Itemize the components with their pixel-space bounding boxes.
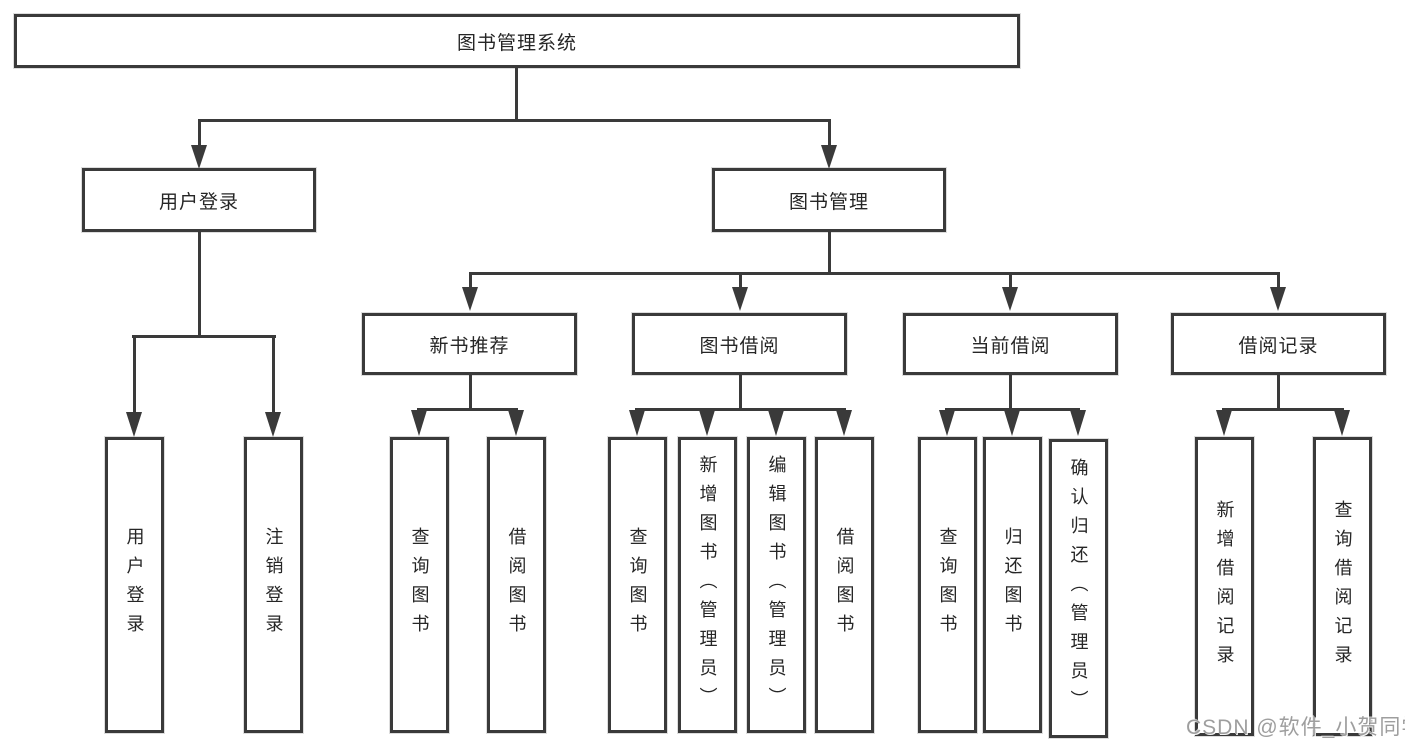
leaf-search-books-recommend: 查询图书 bbox=[390, 437, 449, 733]
connector-line bbox=[198, 232, 201, 336]
arrowhead-down bbox=[1002, 287, 1018, 311]
node-label: 用户登录 bbox=[124, 527, 145, 643]
connector-line bbox=[1277, 272, 1280, 288]
node-label: 查询图书 bbox=[627, 527, 648, 643]
leaf-search-borrow-record: 查询借阅记录 bbox=[1313, 437, 1372, 736]
leaf-add-borrow-record: 新增借阅记录 bbox=[1195, 437, 1254, 736]
arrowhead-down bbox=[462, 287, 478, 311]
node-label: 新增图书（管理员） bbox=[697, 454, 718, 716]
arrowhead-down bbox=[265, 412, 281, 437]
node-label: 图书管理系统 bbox=[456, 32, 577, 54]
connector-line bbox=[132, 335, 276, 338]
node-label: 确认归还（管理员） bbox=[1068, 458, 1089, 719]
arrowhead-down bbox=[1004, 410, 1020, 436]
arrowhead-down bbox=[508, 410, 524, 436]
connector-line bbox=[417, 408, 518, 411]
leaf-logout: 注销登录 bbox=[244, 437, 303, 733]
node-label: 查询借阅记录 bbox=[1332, 499, 1353, 674]
connector-line bbox=[1277, 375, 1280, 410]
node-label: 查询图书 bbox=[937, 527, 958, 643]
connector-line bbox=[828, 232, 831, 274]
arrowhead-down bbox=[939, 410, 955, 436]
arrowhead-down bbox=[768, 410, 784, 436]
connector-line bbox=[469, 272, 1280, 275]
node-label: 归还图书 bbox=[1002, 527, 1023, 643]
node-label: 借阅图书 bbox=[834, 527, 855, 643]
arrowhead-down bbox=[1070, 410, 1086, 436]
connector-line bbox=[739, 272, 742, 288]
connector-line bbox=[1222, 408, 1344, 411]
arrowhead-down bbox=[411, 410, 427, 436]
leaf-edit-books-admin: 编辑图书（管理员） bbox=[747, 437, 806, 733]
arrowhead-down bbox=[1216, 410, 1232, 436]
leaf-borrow-books-borrowing: 借阅图书 bbox=[815, 437, 874, 733]
node-borrowing-records: 借阅记录 bbox=[1171, 313, 1386, 375]
connector-line bbox=[272, 335, 275, 413]
node-label: 借阅图书 bbox=[506, 527, 527, 643]
node-current-borrowing: 当前借阅 bbox=[903, 313, 1118, 375]
connector-line bbox=[469, 272, 472, 288]
arrowhead-down bbox=[836, 410, 852, 436]
leaf-confirm-return-admin: 确认归还（管理员） bbox=[1049, 439, 1108, 738]
arrowhead-down bbox=[126, 412, 142, 437]
node-label: 新增借阅记录 bbox=[1214, 499, 1235, 674]
node-label: 新书推荐 bbox=[429, 335, 510, 357]
node-label: 用户登录 bbox=[158, 191, 239, 213]
connector-line bbox=[198, 119, 831, 122]
node-label: 借阅记录 bbox=[1238, 335, 1319, 357]
node-new-book-recommendation: 新书推荐 bbox=[362, 313, 577, 375]
connector-line bbox=[739, 375, 742, 410]
arrowhead-down bbox=[1270, 287, 1286, 311]
connector-line bbox=[828, 119, 831, 147]
node-label: 编辑图书（管理员） bbox=[766, 454, 787, 716]
node-library-management-system: 图书管理系统 bbox=[14, 14, 1020, 68]
arrowhead-down bbox=[629, 410, 645, 436]
leaf-user-login: 用户登录 bbox=[105, 437, 164, 733]
arrowhead-down bbox=[732, 287, 748, 311]
connector-line bbox=[469, 375, 472, 410]
node-label: 查询图书 bbox=[409, 527, 430, 643]
node-label: 图书借阅 bbox=[699, 335, 780, 357]
arrowhead-down bbox=[821, 145, 837, 169]
node-user-login: 用户登录 bbox=[82, 168, 316, 232]
node-book-borrowing: 图书借阅 bbox=[632, 313, 847, 375]
node-label: 注销登录 bbox=[263, 527, 284, 643]
connector-line bbox=[198, 119, 201, 147]
leaf-add-books-admin: 新增图书（管理员） bbox=[678, 437, 737, 733]
leaf-search-books-current: 查询图书 bbox=[918, 437, 977, 733]
node-book-management: 图书管理 bbox=[712, 168, 946, 232]
csdn-watermark: CSDN @软件_小贺同学 bbox=[1186, 716, 1405, 739]
leaf-borrow-books-recommend: 借阅图书 bbox=[487, 437, 546, 733]
leaf-search-books-borrowing: 查询图书 bbox=[608, 437, 667, 733]
node-label: 当前借阅 bbox=[970, 335, 1051, 357]
arrowhead-down bbox=[1334, 410, 1350, 436]
connector-line bbox=[1009, 375, 1012, 410]
node-label: 图书管理 bbox=[788, 191, 869, 213]
connector-line bbox=[133, 335, 136, 413]
leaf-return-books: 归还图书 bbox=[983, 437, 1042, 733]
connector-line bbox=[515, 68, 518, 120]
connector-line bbox=[635, 408, 846, 411]
arrowhead-down bbox=[699, 410, 715, 436]
arrowhead-down bbox=[191, 145, 207, 169]
connector-line bbox=[1009, 272, 1012, 288]
connector-line bbox=[945, 408, 1080, 411]
